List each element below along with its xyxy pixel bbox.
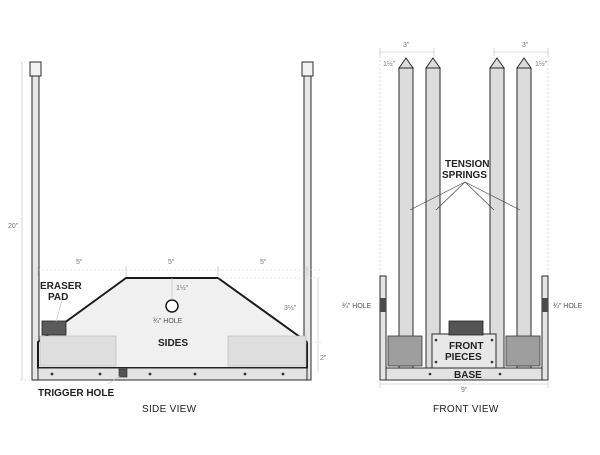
- tension-label: TENSION: [445, 159, 489, 170]
- side-base-plank: [37, 367, 308, 381]
- pieces-label: PIECES: [445, 352, 482, 363]
- screw-5: [281, 372, 285, 376]
- eraser-pad-label: ERASER: [40, 281, 82, 292]
- front-right-side: [541, 275, 549, 381]
- front-base: [385, 367, 543, 381]
- front-screw-2: [434, 360, 438, 364]
- sides-label: SIDES: [158, 338, 188, 349]
- base-block-left: [39, 335, 117, 367]
- front-left-hole-label: ¾" HOLE: [342, 303, 372, 310]
- springs-label: SPRINGS: [442, 170, 487, 181]
- spring-leaders: [409, 181, 521, 211]
- side-view: 20" 5" 5" 5" ERASER PAD 1½" ¾" HOLE SIDE…: [8, 61, 327, 415]
- screw-6: [50, 372, 54, 376]
- front-screw-3: [490, 338, 494, 342]
- spring-post-4: [516, 57, 532, 369]
- dim-top-right: 5": [260, 259, 267, 266]
- front-right-hole-label: ¾" HOLE: [553, 303, 583, 310]
- screw-1: [98, 372, 102, 376]
- dim-right-width: 3": [522, 42, 529, 49]
- dim-left-width: 3": [403, 42, 410, 49]
- dim-width: 9": [461, 387, 468, 394]
- dim-top-left: 5": [76, 259, 83, 266]
- base-screw-1: [428, 372, 432, 376]
- front-view-title: FRONT VIEW: [433, 404, 499, 415]
- screw-4: [243, 372, 247, 376]
- screw-2: [148, 372, 152, 376]
- dim-base-height: 2": [320, 355, 327, 362]
- front-screw-1: [434, 338, 438, 342]
- spring-post-1: [398, 57, 414, 369]
- right-post: [303, 61, 312, 381]
- side-hole: [165, 299, 179, 313]
- eraser-pad: [41, 320, 67, 336]
- height-dim: 20": [8, 223, 19, 230]
- base-block-right: [227, 335, 307, 367]
- screw-3: [193, 372, 197, 376]
- front-pieces: [431, 333, 497, 369]
- eraser-pad-leader: [55, 299, 63, 323]
- front-left-side: [379, 275, 387, 381]
- dim-left-inner: 1½": [383, 60, 396, 68]
- front-right-hole: [542, 298, 548, 312]
- dim-top-mid: 5": [168, 259, 175, 266]
- left-post-cap: [29, 61, 42, 77]
- spring-post-2: [425, 57, 441, 369]
- front-view: 3" 3" 1½" 1½" TENSION SPRINGS: [342, 42, 583, 415]
- left-post: [31, 61, 40, 381]
- front-left-hole: [380, 298, 386, 312]
- front-block-right: [505, 335, 541, 367]
- front-label: FRONT: [449, 341, 483, 352]
- trigger-hole-leader: [107, 375, 121, 385]
- base-label: BASE: [454, 370, 482, 381]
- trigger-hole-label: TRIGGER HOLE: [38, 388, 114, 399]
- right-post-cap: [301, 61, 314, 77]
- trigger-hole: [118, 368, 128, 378]
- base-screw-2: [498, 372, 502, 376]
- dim-hole-offset: 1½": [176, 284, 189, 292]
- side-hole-label: ¾" HOLE: [153, 318, 183, 325]
- eraser-pad-label-2: PAD: [48, 292, 68, 303]
- front-trigger-block: [448, 320, 484, 336]
- front-block-left: [387, 335, 423, 367]
- dim-side-height: 3½": [284, 304, 297, 312]
- dim-right-inner: 1½": [535, 60, 548, 68]
- front-screw-4: [490, 360, 494, 364]
- spring-post-3: [489, 57, 505, 369]
- side-view-title: SIDE VIEW: [142, 404, 197, 415]
